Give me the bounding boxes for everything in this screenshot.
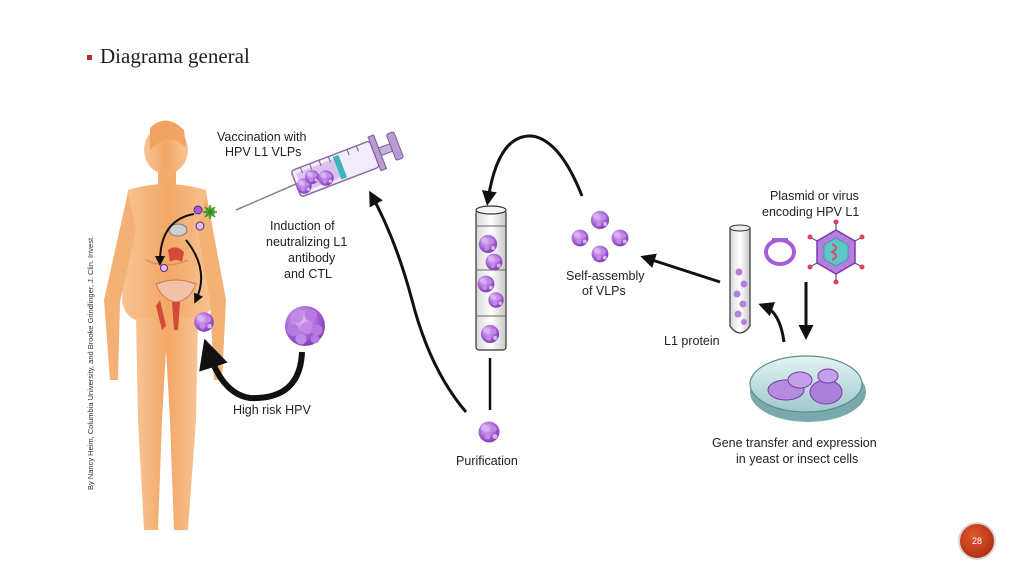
label-vaccination-line1: Vaccination with — [217, 130, 306, 144]
petri-dish-icon — [749, 355, 866, 422]
label-plasmid-line1: Plasmid or virus — [770, 189, 859, 203]
label-gene-transfer-line1: Gene transfer and expression — [712, 436, 877, 450]
label-induction-line2: neutralizing L1 — [266, 235, 347, 249]
test-tube-icon — [729, 224, 751, 334]
label-induction-line1: Induction of — [270, 219, 335, 233]
protein-arrow-icon — [640, 253, 721, 284]
infection-arrow-icon — [199, 338, 305, 402]
assembly-arrow-icon — [481, 134, 584, 206]
vaccination-arrow-icon — [369, 190, 468, 413]
label-l1-protein: L1 protein — [664, 334, 720, 348]
label-purification: Purification — [456, 454, 518, 468]
label-self-assembly-line1: Self-assembly — [566, 269, 645, 283]
human-figure-icon — [104, 120, 226, 530]
page-number: 28 — [971, 536, 982, 546]
label-induction-line3: antibody — [288, 251, 336, 265]
label-self-assembly-line2: of VLPs — [582, 284, 626, 298]
page-number-badge: 28 — [958, 522, 996, 560]
slide-title-row: Diagrama general — [87, 44, 250, 69]
purified-vlp-icon — [478, 421, 500, 443]
label-vaccination-line2: HPV L1 VLPs — [225, 145, 301, 159]
label-induction-line4: and CTL — [284, 267, 332, 281]
label-plasmid-line2: encoding HPV L1 — [762, 205, 859, 219]
self-assembly-vlps-icon — [571, 210, 629, 263]
expression-arrow-icon — [758, 302, 786, 343]
label-gene-transfer-line2: in yeast or insect cells — [736, 452, 858, 466]
label-high-risk-hpv: High risk HPV — [233, 403, 311, 417]
hpv-virus-icon — [285, 306, 325, 346]
syringe-icon — [235, 131, 404, 211]
slide-title: Diagrama general — [100, 44, 250, 68]
virus-particle-icon — [807, 219, 865, 285]
plasmid-icon — [764, 238, 796, 266]
vlp-particle-icon — [194, 312, 214, 332]
image-credit: By Nancy Heim, Columbia University, and … — [86, 236, 95, 490]
bullet-marker-icon — [87, 55, 92, 60]
purification-column-icon — [475, 205, 507, 351]
